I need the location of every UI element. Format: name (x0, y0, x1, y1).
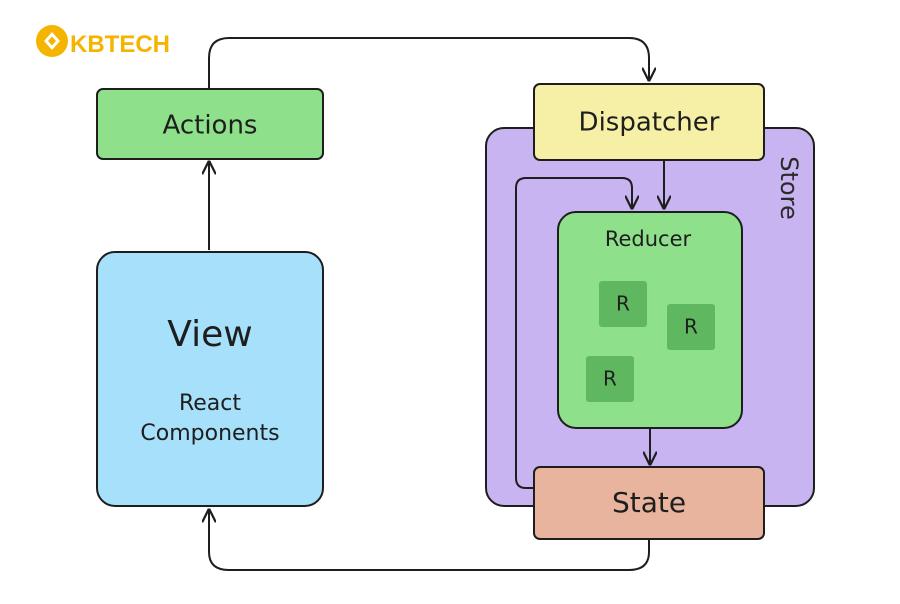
reducer-item-label: R (616, 292, 630, 316)
arrow-state-to-view (209, 510, 650, 571)
view-node: View React Components (96, 251, 324, 507)
store-label: Store (775, 156, 803, 219)
reducer-item-label: R (684, 315, 698, 339)
dispatcher-label: Dispatcher (579, 108, 720, 138)
logo-text: KBTECH (70, 31, 170, 58)
reducer-label: Reducer (605, 227, 692, 251)
reducer-node: Reducer R R R (557, 211, 743, 429)
reducer-item: R (667, 304, 715, 350)
actions-label: Actions (163, 111, 258, 141)
view-subtitle-line2: Components (140, 421, 279, 446)
view-title: View (167, 314, 252, 355)
actions-node: Actions (96, 88, 324, 160)
state-node: State (533, 466, 765, 540)
kbtech-logo: KBTECH (36, 25, 170, 58)
state-label: State (612, 486, 686, 519)
reducer-item: R (599, 281, 647, 327)
logo-icon (36, 25, 68, 57)
arrow-state-to-reducer (515, 177, 632, 489)
view-subtitle-line1: React (179, 391, 241, 416)
reducer-item-label: R (603, 367, 617, 391)
reducer-item: R (586, 356, 634, 402)
arrow-actions-to-dispatcher (208, 37, 649, 88)
dispatcher-node: Dispatcher (533, 83, 765, 161)
